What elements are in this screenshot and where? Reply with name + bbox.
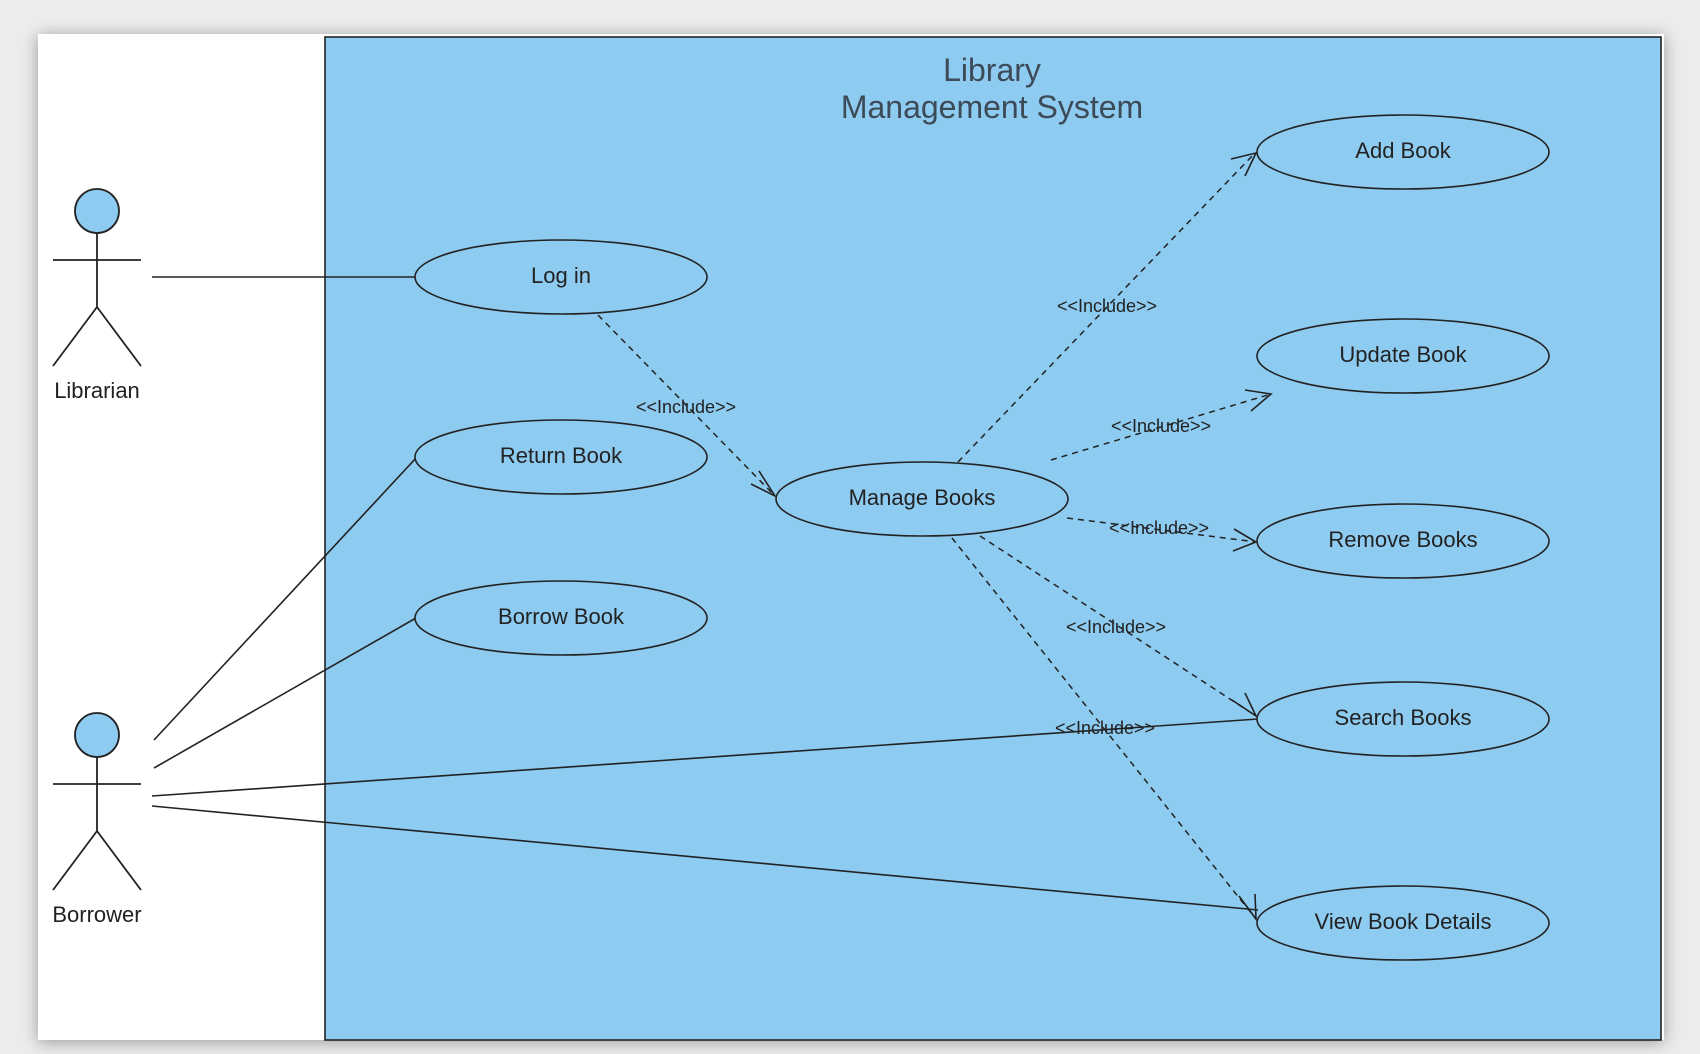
include-label-manage-add: <<Include>>	[1057, 296, 1157, 316]
actor-librarian-label: Librarian	[54, 378, 140, 403]
use-case-borrow-book-label: Borrow Book	[498, 604, 625, 629]
use-case-search-books[interactable]: Search Books	[1256, 681, 1550, 757]
arrowhead-add	[1230, 151, 1258, 177]
use-case-login[interactable]: Log in	[414, 239, 708, 315]
use-case-borrow-book[interactable]: Borrow Book	[414, 580, 708, 656]
actor-borrower[interactable]: Borrower	[52, 712, 142, 927]
use-case-update-book-label: Update Book	[1339, 342, 1467, 367]
include-label-login-manage: <<Include>>	[636, 397, 736, 417]
actor-borrower-head	[74, 712, 120, 758]
include-manage-add[interactable]	[957, 152, 1256, 463]
use-case-view-book-details[interactable]: View Book Details	[1256, 885, 1550, 961]
include-manage-remove[interactable]	[1066, 517, 1257, 543]
assoc-borrower-borrow[interactable]	[153, 617, 417, 769]
arrowhead-update	[1244, 389, 1273, 412]
actor-borrower-label: Borrower	[52, 902, 141, 927]
arrowhead-remove	[1232, 528, 1258, 552]
actor-librarian-head	[74, 188, 120, 234]
assoc-borrower-return[interactable]	[153, 456, 418, 741]
actor-librarian[interactable]: Librarian	[52, 188, 142, 403]
use-case-return-book-label: Return Book	[500, 443, 623, 468]
include-label-manage-remove: <<Include>>	[1109, 518, 1209, 538]
use-case-view-book-details-label: View Book Details	[1315, 909, 1492, 934]
include-login-manage[interactable]	[597, 314, 775, 496]
system-title-line1: Library	[943, 52, 1041, 88]
use-case-search-books-label: Search Books	[1335, 705, 1472, 730]
use-case-manage-books-label: Manage Books	[849, 485, 996, 510]
assoc-borrower-view-details[interactable]	[151, 805, 1259, 911]
include-label-manage-search: <<Include>>	[1066, 617, 1166, 637]
use-case-login-label: Log in	[531, 263, 591, 288]
assoc-borrower-search[interactable]	[151, 718, 1259, 797]
arrowhead-view-details	[1238, 893, 1257, 922]
include-manage-update[interactable]	[1050, 393, 1272, 461]
use-case-remove-books[interactable]: Remove Books	[1256, 503, 1550, 579]
include-label-manage-update: <<Include>>	[1111, 416, 1211, 436]
use-case-add-book-label: Add Book	[1355, 138, 1451, 163]
use-case-manage-books[interactable]: Manage Books	[775, 461, 1069, 537]
use-case-remove-books-label: Remove Books	[1328, 527, 1477, 552]
use-case-return-book[interactable]: Return Book	[414, 419, 708, 495]
arrowhead-manage	[750, 470, 778, 499]
use-case-add-book[interactable]: Add Book	[1256, 114, 1550, 190]
include-manage-view-details[interactable]	[951, 537, 1257, 920]
use-case-update-book[interactable]: Update Book	[1256, 318, 1550, 394]
include-label-manage-view-details: <<Include>>	[1055, 718, 1155, 738]
system-title-line2: Management System	[841, 89, 1143, 125]
arrowhead-search	[1231, 692, 1258, 719]
